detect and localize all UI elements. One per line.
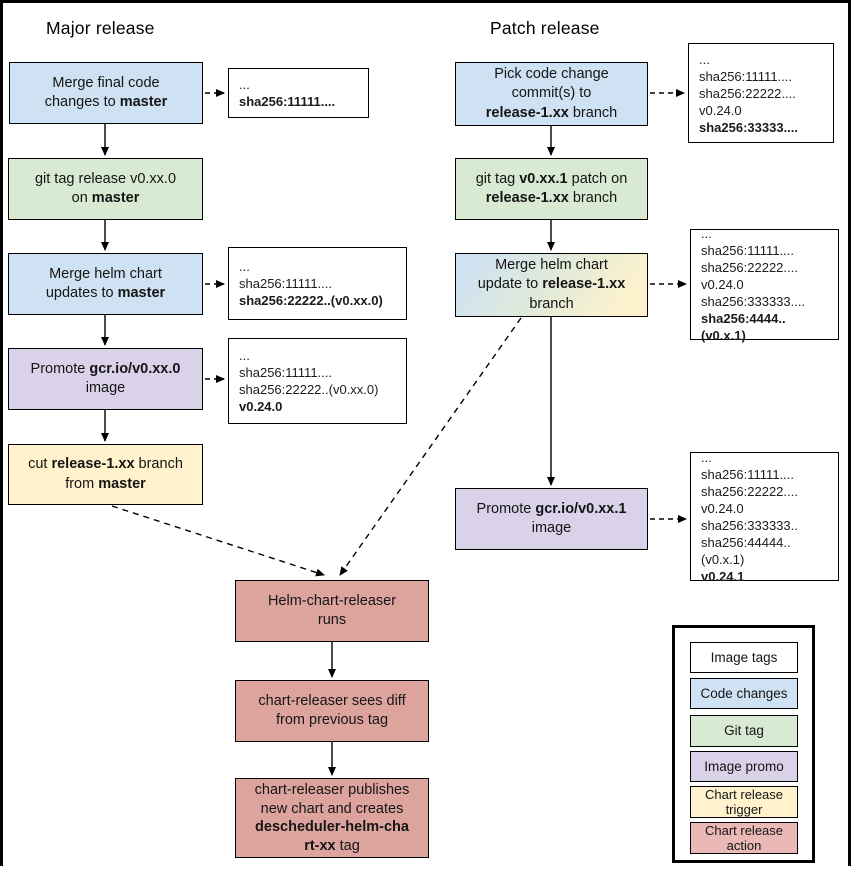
legend-item-chart-trigger: Chart release trigger bbox=[690, 786, 798, 818]
patch-release-title: Patch release bbox=[490, 18, 600, 38]
flow-box-promote-image-patch: Promote gcr.io/v0.xx.1 image bbox=[455, 488, 648, 550]
legend-item-image-tags: Image tags bbox=[690, 642, 798, 673]
image-tags-box-patch-1: ... sha256:11111.... sha256:22222.... v0… bbox=[688, 43, 834, 143]
flow-box-promote-image-major: Promote gcr.io/v0.xx.0 image bbox=[8, 348, 203, 410]
flow-box-releaser-sees-diff: chart-releaser sees diff from previous t… bbox=[235, 680, 429, 742]
flow-box-pick-commits: Pick code change commit(s) to release-1.… bbox=[455, 62, 648, 126]
major-release-title: Major release bbox=[46, 18, 155, 38]
image-tags-box-major-3: ... sha256:11111.... sha256:22222..(v0.x… bbox=[228, 338, 407, 424]
legend: Image tags Code changes Git tag Image pr… bbox=[672, 625, 815, 863]
image-tags-box-major-2: ... sha256:11111.... sha256:22222..(v0.x… bbox=[228, 247, 407, 320]
image-tags-box-patch-3: ... sha256:11111.... sha256:22222.... v0… bbox=[690, 450, 839, 584]
image-tags-box-patch-2: ... sha256:11111.... sha256:22222.... v0… bbox=[690, 226, 839, 343]
legend-item-image-promo: Image promo bbox=[690, 751, 798, 782]
image-tags-box-major-1: ... sha256:11111.... bbox=[228, 68, 369, 118]
legend-item-git-tag: Git tag bbox=[690, 715, 798, 747]
flow-box-merge-helm-patch: Merge helm chart update to release-1.xx … bbox=[455, 253, 648, 317]
flow-box-merge-helm-major: Merge helm chart updates to master bbox=[8, 253, 203, 315]
flow-box-cut-release-branch: cut release-1.xx branch from master bbox=[8, 444, 203, 505]
legend-item-code-changes: Code changes bbox=[690, 678, 798, 709]
flow-box-git-tag-patch: git tag v0.xx.1 patch on release-1.xx br… bbox=[455, 158, 648, 220]
flow-box-merge-final-code: Merge final code changes to master bbox=[9, 62, 203, 124]
legend-item-chart-action: Chart release action bbox=[690, 822, 798, 854]
flow-box-releaser-runs: Helm-chart-releaser runs bbox=[235, 580, 429, 642]
flow-box-git-tag-major: git tag release v0.xx.0 on master bbox=[8, 158, 203, 220]
flow-box-releaser-publishes: chart-releaser publishes new chart and c… bbox=[235, 778, 429, 858]
